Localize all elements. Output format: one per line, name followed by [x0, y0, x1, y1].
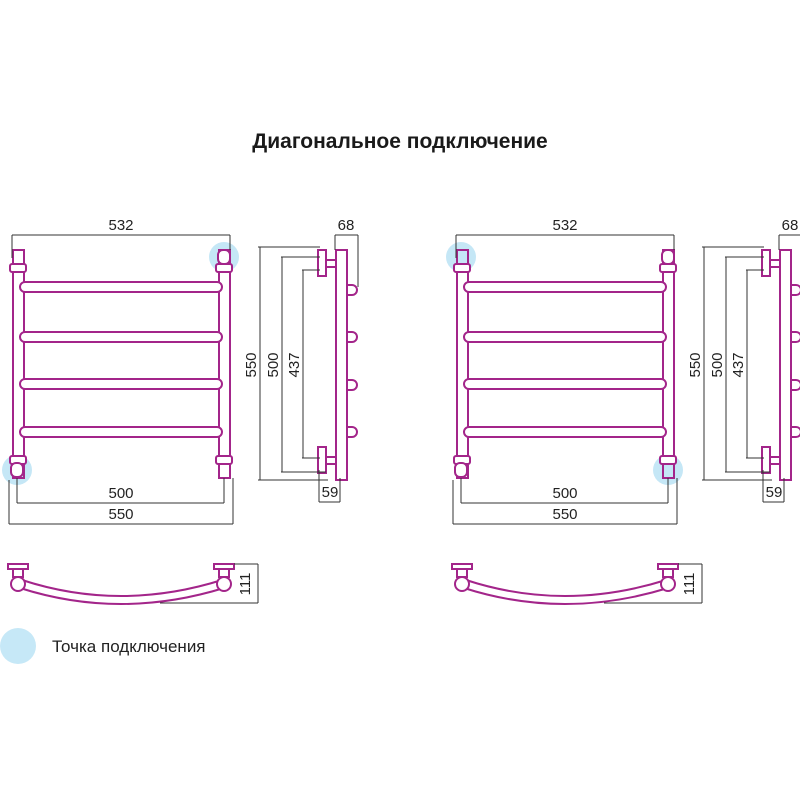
- left-post: [12, 249, 25, 479]
- front-view: [453, 249, 677, 479]
- dim-line-bend-depth: [160, 563, 259, 604]
- dim-height-inner: 437: [730, 352, 747, 377]
- rail-2: [19, 331, 223, 343]
- dim-line-depth-top: [334, 234, 359, 287]
- dim-line-axis-width: [460, 478, 669, 504]
- nut-4: [659, 455, 677, 465]
- top-nut-2: [218, 568, 230, 578]
- dim-line-bend-depth: [604, 563, 703, 604]
- dim-total-width: 550: [108, 506, 133, 523]
- side-rail-end-3: [347, 379, 358, 391]
- wall-bracket-2: [317, 446, 327, 474]
- dim-height-axis: 500: [265, 352, 282, 377]
- dim-depth-top: 68: [782, 217, 799, 234]
- dim-top-width: 532: [108, 217, 133, 234]
- dim-line-height-inner: [746, 269, 764, 459]
- dim-line-depth-top: [778, 234, 800, 250]
- dim-height-axis: 500: [709, 352, 726, 377]
- bracket-nut-2: [325, 456, 337, 465]
- dim-depth-top: 68: [338, 217, 355, 234]
- top-joint-2: [660, 576, 676, 592]
- valve-1: [661, 249, 675, 265]
- dim-height-total: 550: [243, 352, 260, 377]
- dim-total-width: 550: [552, 506, 577, 523]
- side-rail-end-2: [347, 331, 358, 343]
- nut-2: [659, 263, 677, 273]
- dim-line-top-width: [11, 234, 231, 258]
- dim-line-depth-bottom: [318, 470, 341, 503]
- top-joint-2: [216, 576, 232, 592]
- rail-1: [463, 281, 667, 293]
- side-rail-end-3: [791, 379, 800, 391]
- side-rail-end-1: [791, 284, 800, 296]
- top-joint-1: [10, 576, 26, 592]
- dim-line-height-total: [258, 246, 328, 481]
- dim-height-total: 550: [687, 352, 704, 377]
- curved-rail: [19, 579, 225, 605]
- curved-rail: [463, 579, 669, 605]
- side-rail-end-4: [791, 426, 800, 438]
- bracket-nut-2: [769, 456, 781, 465]
- top-nut-2: [662, 568, 674, 578]
- nut-1: [9, 263, 27, 273]
- side-post: [779, 249, 792, 481]
- dim-line-height-inner: [302, 269, 320, 459]
- dim-depth-bottom: 59: [766, 484, 783, 501]
- dim-line-height-total: [702, 246, 772, 481]
- wall-bracket-1: [761, 249, 771, 277]
- side-rail-end-2: [791, 331, 800, 343]
- valve-2: [10, 462, 24, 478]
- wall-bracket-1: [317, 249, 327, 277]
- dim-bend-depth: 111: [237, 573, 254, 596]
- rail-4: [463, 426, 667, 438]
- nut-4: [215, 455, 233, 465]
- valve-1: [217, 249, 231, 265]
- page-title: Диагональное подключение: [252, 130, 548, 153]
- top-nut-1: [12, 568, 24, 578]
- bracket-nut-1: [769, 259, 781, 268]
- side-post: [335, 249, 348, 481]
- front-dimensions: 532 500 550: [452, 217, 678, 525]
- rail-4: [19, 426, 223, 438]
- dim-top-width: 532: [552, 217, 577, 234]
- dim-bend-depth: 111: [681, 573, 698, 596]
- bracket-nut-1: [325, 259, 337, 268]
- rail-3: [463, 378, 667, 390]
- dim-line-total-width: [452, 478, 678, 525]
- dim-line-top-width: [455, 234, 675, 258]
- top-nut-1: [456, 568, 468, 578]
- wall-bracket-2: [761, 446, 771, 474]
- valve-2: [454, 462, 468, 478]
- rail-3: [19, 378, 223, 390]
- rail-2: [463, 331, 667, 343]
- connection-point-legend-icon: [0, 628, 36, 664]
- top-view: 111: [7, 563, 259, 605]
- side-rail-end-1: [347, 284, 358, 296]
- dim-line-axis-width: [16, 478, 225, 504]
- dim-line-depth-bottom: [762, 470, 785, 503]
- dim-depth-bottom: 59: [322, 484, 339, 501]
- front-view: [9, 249, 233, 479]
- side-rail-end-4: [347, 426, 358, 438]
- left-post: [456, 249, 469, 479]
- dim-height-inner: 437: [286, 352, 303, 377]
- nut-1: [453, 263, 471, 273]
- dim-axis-width: 500: [552, 485, 577, 502]
- dim-line-total-width: [8, 478, 234, 525]
- dim-axis-width: 500: [108, 485, 133, 502]
- rail-1: [19, 281, 223, 293]
- nut-2: [215, 263, 233, 273]
- top-view: 111: [451, 563, 703, 605]
- front-dimensions: 532 500 550: [8, 217, 234, 525]
- top-joint-1: [454, 576, 470, 592]
- legend-label: Точка подключения: [52, 637, 206, 656]
